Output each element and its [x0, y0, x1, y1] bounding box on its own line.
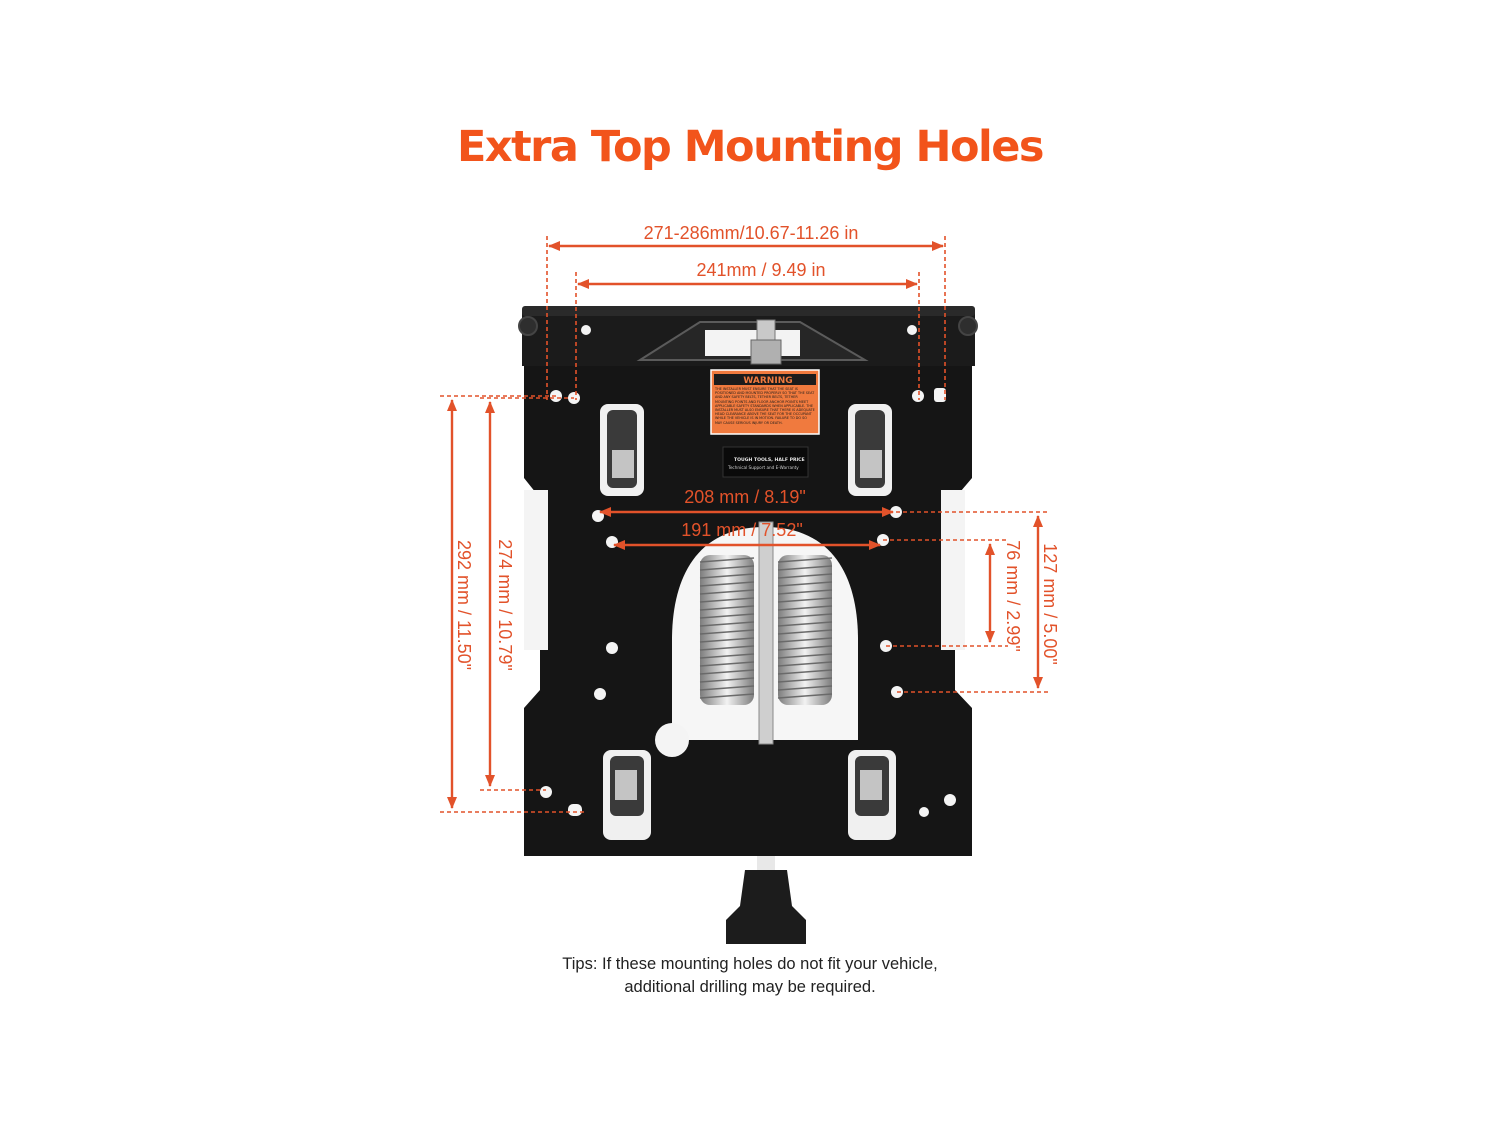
tips-line-1: Tips: If these mounting holes do not fit… [562, 955, 938, 973]
spring-right [777, 555, 833, 705]
brand-label-line2: Technical Support and E-Warranty [727, 465, 799, 470]
side-window-right [941, 490, 965, 650]
spring-left [699, 555, 755, 705]
dimension-guides [440, 236, 1050, 813]
adjustment-knob [726, 870, 806, 944]
top-bolt [756, 319, 776, 343]
bracket-top-right [848, 404, 892, 496]
bracket-top-left [600, 404, 644, 496]
warning-heading: WARNING [743, 376, 792, 386]
dim-side-long-label: 127 mm / 5.00" [1040, 543, 1060, 664]
top-nut [750, 339, 782, 365]
page-title: Extra Top Mounting Holes [456, 122, 1045, 172]
dim-mid-upper-label: 208 mm / 8.19" [684, 487, 805, 507]
warning-body: THE INSTALLER MUST ENSURE THAT THE SEAT … [715, 387, 815, 425]
top-rail-edge [522, 306, 975, 316]
rail-pivot-left [518, 316, 538, 336]
dim-outer-width-label: 271-286mm/10.67-11.26 in [644, 223, 859, 243]
side-window-left [524, 490, 548, 650]
tips-line-2: additional drilling may be required. [624, 978, 876, 996]
dim-mid-lower-label: 191 mm / 7.52" [681, 520, 802, 540]
dim-height-inner-label: 274 mm / 10.79" [495, 539, 515, 670]
brand-label: TOUGH TOOLS, HALF PRICE Technical Suppor… [722, 446, 809, 478]
rail-pivot-right [958, 316, 978, 336]
swivel-plate [518, 306, 978, 944]
dimension-arrows [447, 241, 1043, 809]
warning-label: WARNING THE INSTALLER MUST ENSURE THAT T… [710, 369, 820, 435]
threaded-rod [758, 521, 774, 745]
bracket-bottom-right [848, 750, 896, 840]
bracket-bottom-left [603, 750, 651, 840]
dim-inner-width-label: 241mm / 9.49 in [696, 260, 825, 280]
dim-height-outer-label: 292 mm / 11.50" [454, 540, 474, 670]
tips-note: Tips: If these mounting holes do not fit… [0, 953, 1500, 999]
brand-label-line1: TOUGH TOOLS, HALF PRICE [734, 457, 805, 463]
dim-side-short-label: 76 mm / 2.99" [1003, 540, 1023, 651]
mounting-holes [540, 325, 956, 817]
